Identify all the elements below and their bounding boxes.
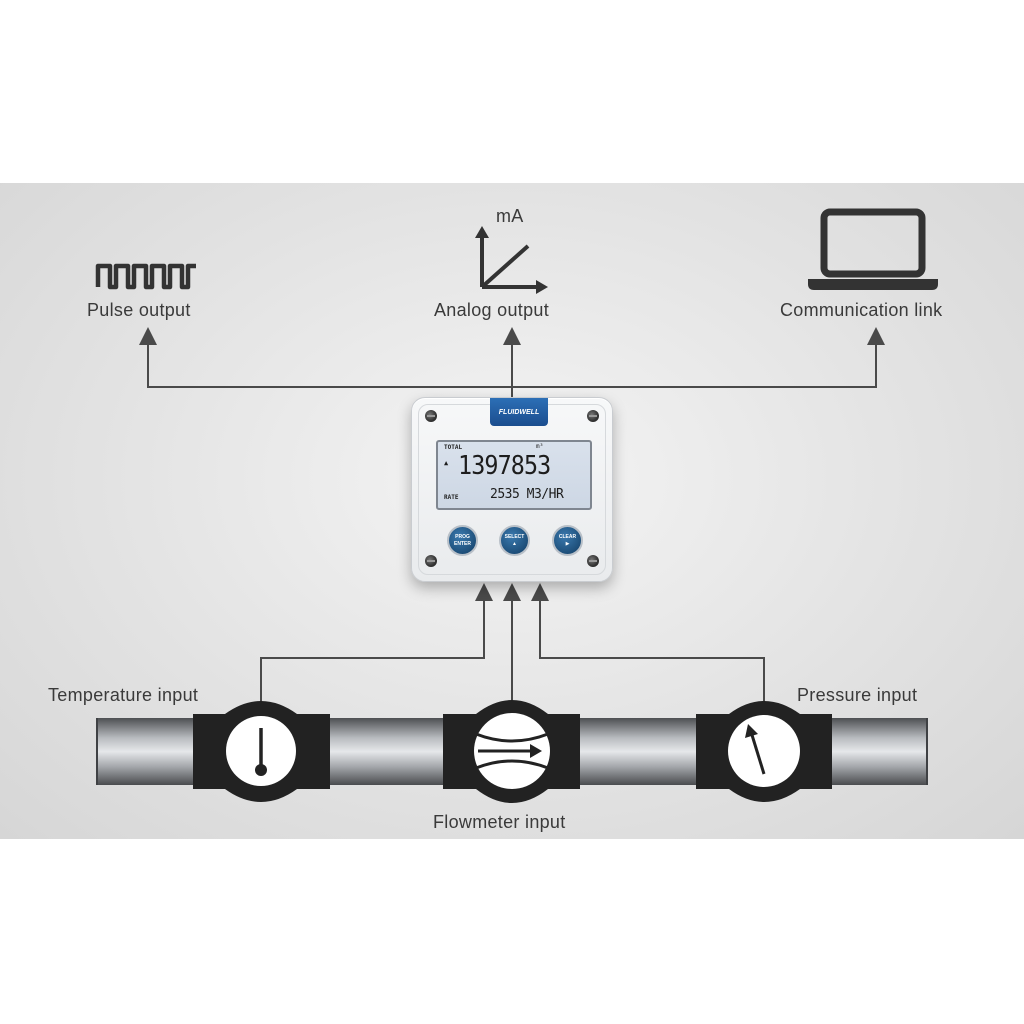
lcd-up-arrow-icon: ▲ <box>444 459 449 467</box>
screw-top-right <box>587 410 599 422</box>
pressure-connector <box>531 583 765 710</box>
lcd-total-label: TOTAL <box>444 444 463 451</box>
pressure-input-label: Pressure input <box>797 685 918 705</box>
lcd-display: TOTAL m³ ▲ 1397853 RATE 2535 M3/HR <box>436 440 592 510</box>
lcd-total-unit: m³ <box>536 443 544 450</box>
flow-arrow-icon <box>475 732 549 770</box>
screw-top-left <box>425 410 437 422</box>
temperature-sensor <box>193 701 330 802</box>
flow-indicator-device: FLUIDWELL TOTAL m³ ▲ 1397853 RATE 2535 M… <box>411 397 613 582</box>
pulse-connector <box>139 327 513 397</box>
pressure-sensor <box>696 701 832 802</box>
clear-right-button[interactable]: CLEAR ▶ <box>552 525 583 556</box>
screw-bottom-left <box>425 555 437 567</box>
pulse-output-label: Pulse output <box>87 300 191 320</box>
prog-button-bottom-label: ENTER <box>454 540 471 547</box>
prog-enter-button[interactable]: PROG ENTER <box>447 525 478 556</box>
analog-output-label: Analog output <box>434 300 549 320</box>
brand-logo: FLUIDWELL <box>490 398 548 426</box>
analog-axis-unit-label: mA <box>496 206 524 226</box>
analog-graph-icon <box>475 226 548 294</box>
screw-bottom-right <box>587 555 599 567</box>
thermometer-icon <box>255 728 267 776</box>
temperature-connector <box>260 583 493 710</box>
temperature-input-label: Temperature input <box>48 685 199 705</box>
gauge-needle-icon <box>745 724 766 775</box>
clear-button-bottom-label: ▶ <box>565 540 570 547</box>
input-connector-lines <box>260 583 765 710</box>
flowmeter-sensor <box>443 700 580 803</box>
communication-link-label: Communication link <box>780 300 943 320</box>
select-up-button[interactable]: SELECT ▲ <box>499 525 530 556</box>
lcd-total-value: 1397853 <box>458 451 551 481</box>
select-button-top-label: SELECT <box>504 533 525 540</box>
select-button-bottom-label: ▲ <box>512 540 517 547</box>
lcd-rate-label: RATE <box>444 494 459 501</box>
pulse-wave-icon <box>95 263 196 290</box>
prog-button-top-label: PROG <box>455 533 470 540</box>
clear-button-top-label: CLEAR <box>558 533 577 540</box>
laptop-icon <box>808 208 938 290</box>
flowmeter-input-label: Flowmeter input <box>433 812 566 832</box>
lcd-rate-value: 2535 M3/HR <box>490 487 564 502</box>
output-connector-lines <box>139 327 885 397</box>
communication-connector <box>512 327 885 388</box>
